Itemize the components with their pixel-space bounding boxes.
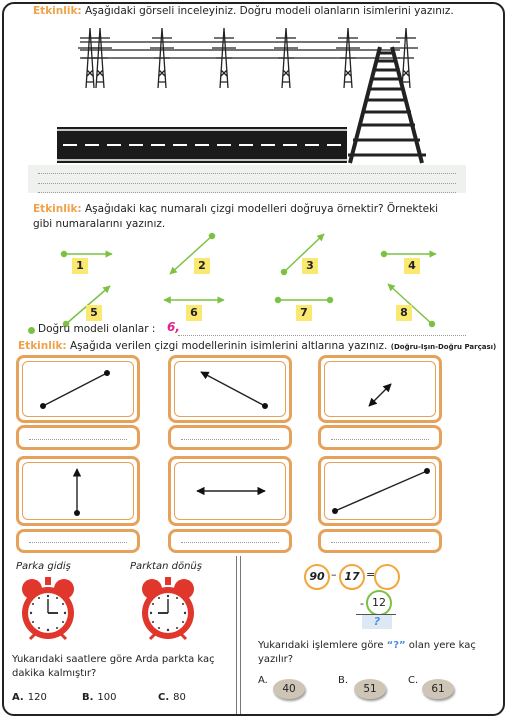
section1-label: Etkinlik:	[33, 5, 82, 17]
clock-option-a[interactable]: A.120	[12, 692, 47, 703]
clock-option-b[interactable]: B.100	[82, 692, 117, 703]
line-card-5	[168, 456, 292, 526]
result-circle[interactable]	[374, 564, 400, 590]
answer-box-6[interactable]	[318, 529, 442, 553]
answer-row-2[interactable]: Doğru modeli olanlar : 6,	[28, 320, 466, 337]
ray-figure	[200, 371, 268, 409]
line-models-figure	[60, 232, 437, 328]
line-card-1	[16, 355, 140, 423]
answer-box-1[interactable]	[16, 425, 140, 450]
sum-line	[356, 614, 396, 615]
line-card-3	[318, 355, 442, 423]
answer-value: 6,	[167, 320, 180, 334]
operand-90: 90	[304, 564, 330, 590]
alarm-clock-icon	[22, 577, 74, 641]
math-option-c[interactable]: 61	[422, 679, 454, 699]
math-question-2: yazılır?	[258, 654, 294, 665]
section3-heading: Etkinlik: Aşağıda verilen çizgi modeller…	[18, 340, 496, 352]
answer-box-3[interactable]	[318, 425, 442, 450]
section3-hint: (Doğru-Işın-Doğru Parçası)	[390, 343, 497, 351]
number-badge-3: 3	[302, 258, 318, 274]
clock-question-1: Yukarıdaki saatlere göre Arda parkta kaç	[12, 654, 215, 665]
unknown-box: ?	[362, 615, 392, 629]
vertical-divider	[236, 556, 237, 714]
line-figure-horizontal	[196, 486, 266, 496]
number-badge-6: 6	[186, 305, 202, 321]
math-option-a[interactable]: 40	[273, 679, 305, 699]
section3-instruction: Aşağıda verilen çizgi modellerinin isiml…	[69, 340, 388, 352]
number-badge-2: 2	[194, 258, 210, 274]
math-question-1: Yukarıdaki işlemlere göre “?” olan yere …	[258, 640, 476, 651]
number-badge-4: 4	[404, 258, 420, 274]
section2-label: Etkinlik:	[33, 203, 82, 215]
number-badge-5: 5	[86, 305, 102, 321]
answer-box-4[interactable]	[16, 529, 140, 553]
power-lines-illustration	[77, 27, 419, 89]
answer-label: Doğru modeli olanlar :	[38, 323, 156, 335]
operand-12: 12	[366, 590, 392, 616]
subtract-sign: -	[360, 597, 364, 610]
segment-figure-long	[332, 468, 430, 514]
clock-question-2: dakika kalmıştır?	[12, 668, 97, 679]
answer-area-1[interactable]	[28, 165, 466, 193]
number-badge-7: 7	[296, 305, 312, 321]
equals-sign: =	[366, 568, 376, 581]
alarm-clock-icon	[142, 577, 194, 641]
math-option-b-letter: B.	[338, 675, 349, 686]
section1-instruction: Aşağıdaki görseli inceleyiniz. Doğru mod…	[84, 5, 454, 17]
road-illustration	[57, 127, 347, 163]
operand-17: 17	[339, 564, 365, 590]
section2-instruction-2: gibi numaralarını yazınız.	[33, 218, 166, 230]
section2-heading: Etkinlik: Aşağıdaki kaç numaralı çizgi m…	[33, 203, 438, 215]
section1-heading: Etkinlik: Aşağıdaki görseli inceleyiniz.…	[33, 5, 454, 17]
answer-box-5[interactable]	[168, 529, 292, 553]
segment-figure	[40, 370, 110, 409]
line-figure-diagonal	[368, 383, 392, 407]
math-option-b[interactable]: 51	[354, 679, 386, 699]
math-option-a-letter: A.	[258, 675, 268, 686]
clock-option-c[interactable]: C.80	[158, 692, 186, 703]
answer-box-2[interactable]	[168, 425, 292, 450]
line-card-6	[318, 456, 442, 526]
ray-figure-vertical	[72, 468, 82, 516]
section3-label: Etkinlik:	[18, 340, 67, 352]
number-badge-8: 8	[396, 305, 412, 321]
clock-label-left: Parka gidiş	[16, 561, 71, 572]
clock-label-right: Parktan dönüş	[130, 561, 202, 572]
math-option-c-letter: C.	[408, 675, 419, 686]
page-frame	[2, 2, 505, 716]
minus-sign: –	[331, 568, 337, 581]
section2-instruction-1: Aşağıdaki kaç numaralı çizgi modelleri d…	[84, 203, 439, 215]
bullet-icon	[28, 327, 35, 334]
number-badge-1: 1	[72, 258, 88, 274]
line-card-2	[168, 355, 292, 423]
railway-illustration	[348, 46, 426, 164]
line-card-4	[16, 456, 140, 526]
